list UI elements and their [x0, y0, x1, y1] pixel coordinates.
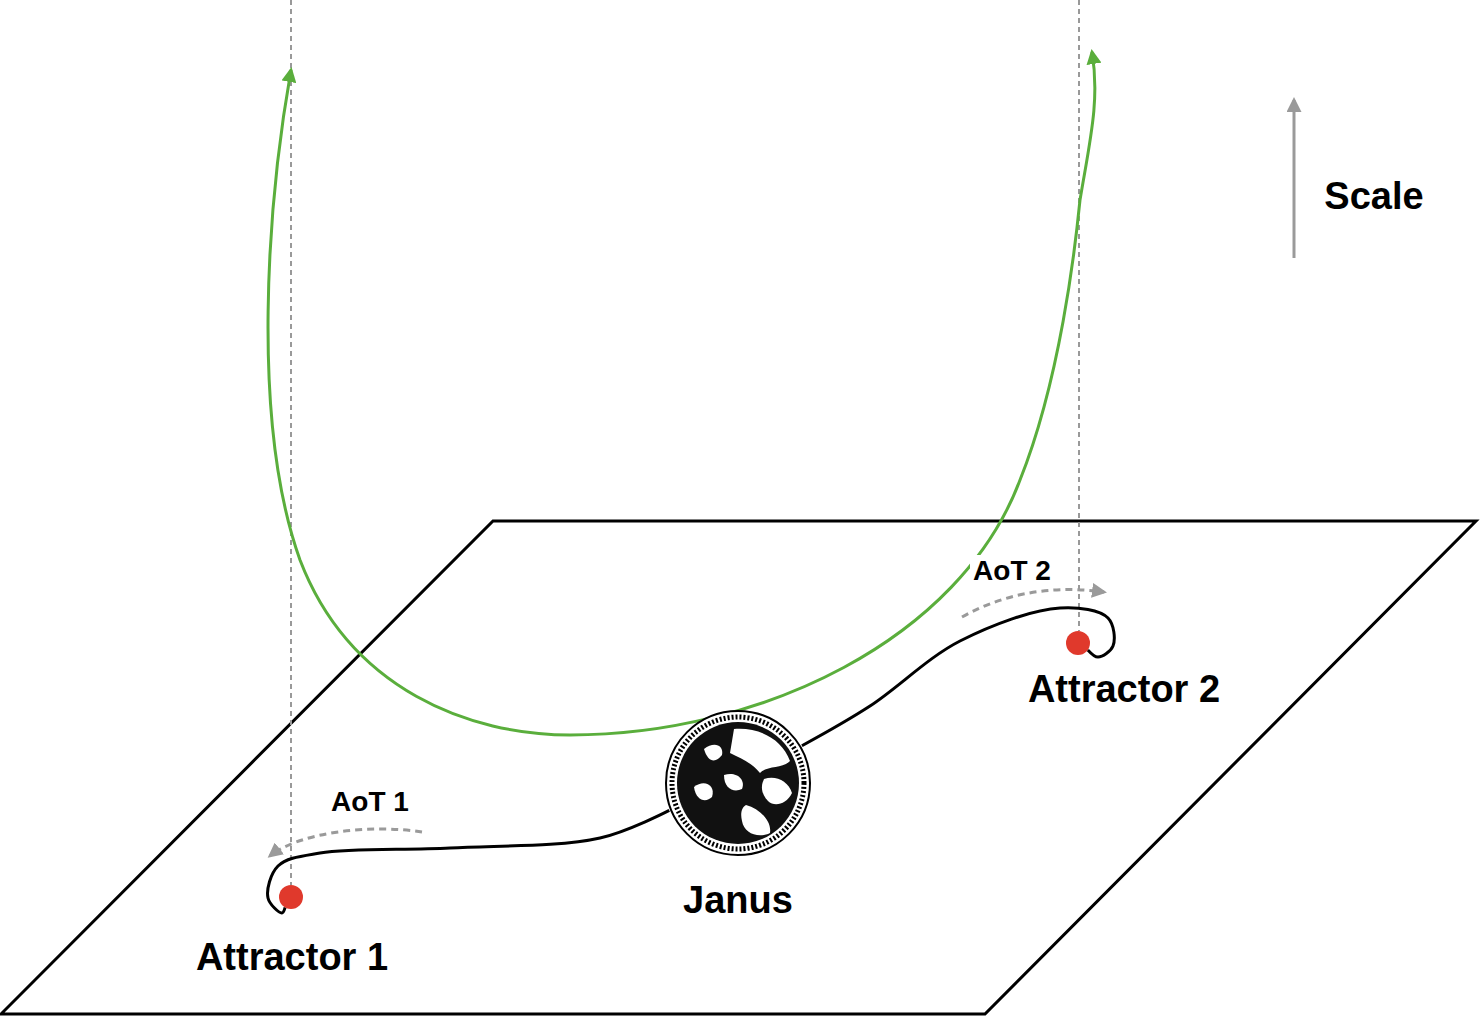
scale-trajectory: [268, 52, 1095, 735]
node-label: Attractor 2: [1028, 668, 1220, 712]
axis-label: Scale: [1321, 175, 1426, 219]
scale-axis: [290, 0, 292, 885]
medallion-face: [677, 722, 799, 844]
scale-axis: [1078, 0, 1080, 631]
attractor-node: Attractor 1: [196, 936, 388, 980]
plane: [1, 521, 1476, 1014]
medallion-inscription: [672, 717, 804, 849]
medallion-relief: [694, 783, 713, 800]
node-label: Janus: [624, 879, 852, 923]
janus-medallion: [664, 709, 812, 857]
attractor-point: [279, 885, 303, 909]
medallion-relief: [741, 805, 770, 835]
attractor-point: [1066, 631, 1090, 655]
trajectory-line: [268, 810, 670, 913]
medallion-relief: [762, 778, 792, 805]
medallion-rim: [666, 711, 810, 855]
node-label: Attractor 1: [196, 936, 388, 980]
medallion-relief: [724, 774, 743, 791]
scale-arrow: [1293, 100, 1296, 258]
annotation-label: AoT 1: [328, 786, 412, 818]
medallion-relief: [704, 745, 722, 761]
janus-node: Janus: [664, 709, 812, 923]
attractor-node: Attractor 2: [1028, 668, 1220, 712]
annotation-label: AoT 2: [970, 555, 1054, 587]
medallion-relief: [730, 729, 790, 773]
